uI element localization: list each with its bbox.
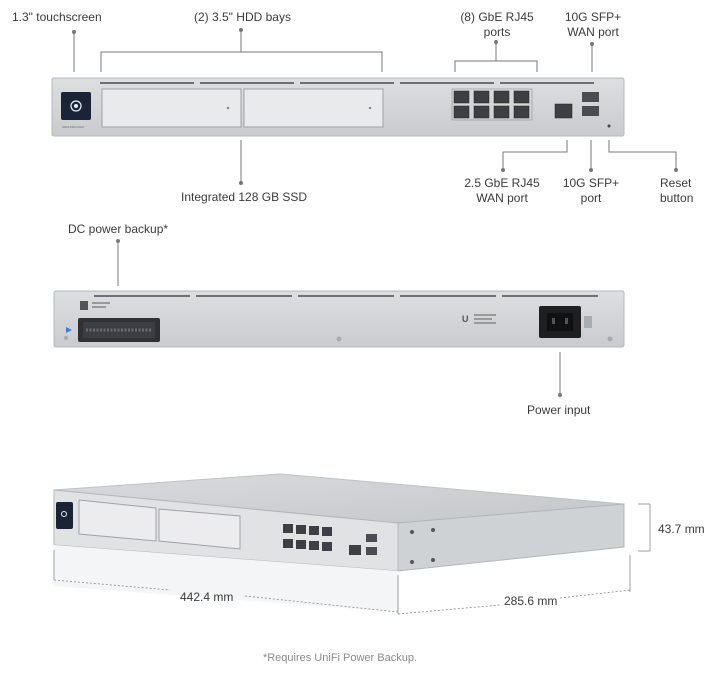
svg-text:UDM-PRO-MAX: UDM-PRO-MAX — [62, 125, 84, 129]
hdd-bay-2 — [243, 88, 384, 128]
wan-rj45-port — [554, 103, 573, 119]
sfp-port-label: 10G SFP+ port — [562, 176, 620, 205]
height-dimension: 43.7 mm — [658, 522, 705, 536]
touchscreen-label: 1.3" touchscreen — [12, 10, 102, 24]
ssd-label: Integrated 128 GB SSD — [181, 190, 308, 204]
hdd-bay-1 — [101, 88, 242, 128]
width-dimension: 442.4 mm — [180, 590, 234, 604]
reset-button — [607, 124, 611, 128]
dc-power-label: DC power backup* — [68, 222, 169, 236]
sfp-wan-label: 10G SFP+ WAN port — [564, 10, 622, 39]
rear-callout-lines — [116, 239, 562, 397]
wan-25-label: 2.5 GbE RJ45 WAN port — [464, 176, 540, 205]
reset-button-label: Reset button — [660, 176, 694, 205]
device-diagram: UDM-PRO-MAX — [51, 28, 678, 615]
perspective-view — [53, 473, 625, 612]
depth-dimension: 285.6 mm — [504, 594, 558, 608]
rj45-ports-label: (8) GbE RJ45 ports — [460, 10, 534, 39]
sfp-port-bottom — [582, 106, 599, 116]
qr-code — [80, 301, 88, 310]
perspective-rj45-ports — [283, 524, 332, 551]
sfp-port-top — [582, 92, 599, 102]
svg-text:U: U — [462, 314, 469, 324]
hdd-bays-label: (2) 3.5" HDD bays — [194, 10, 291, 24]
power-input-label: Power input — [527, 403, 591, 417]
rear-panel: U — [53, 290, 625, 348]
front-panel: UDM-PRO-MAX — [51, 77, 625, 137]
footnote: *Requires UniFi Power Backup. — [262, 652, 418, 664]
dimension-lines — [53, 503, 651, 615]
front-callout-lines — [72, 28, 678, 185]
rj45-port-grid — [453, 90, 530, 119]
